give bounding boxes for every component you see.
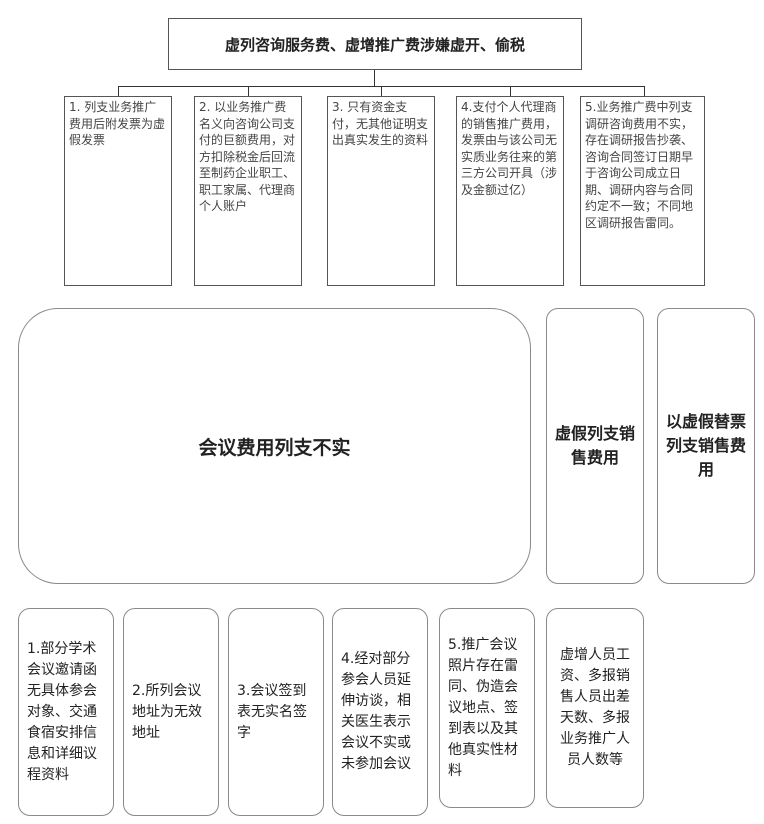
branch-text-3: 3. 只有资金支付，无其他证明支出真实发生的资料 — [332, 100, 429, 147]
meeting-item-2: 2.所列会议地址为无效地址 — [123, 608, 219, 816]
category-meeting-label: 会议费用列支不实 — [198, 436, 351, 459]
meeting-item-4: 4.经对部分参会人员延伸访谈，相关医生表示会议不实或未参加会议 — [332, 608, 428, 816]
main-title: 虚列咨询服务费、虚增推广费涉嫌虚开、偷税 — [224, 35, 525, 54]
meeting-item-text-4: 4.经对部分参会人员延伸访谈，相关医生表示会议不实或未参加会议 — [341, 651, 411, 772]
connector-5 — [644, 86, 645, 96]
connector-4 — [510, 86, 511, 96]
meeting-item-text-3: 3.会议签到表无实名签字 — [237, 682, 307, 741]
category-false-sales-box: 虚假列支销售费用 — [546, 308, 644, 584]
connector-trunk — [374, 70, 375, 86]
category-false-sales-label: 虚假列支销售费用 — [555, 424, 636, 467]
connector-2 — [248, 86, 249, 96]
meeting-item-text-5: 5.推广会议照片存在雷同、伪造会议地点、签到表以及其他真实性材料 — [448, 636, 518, 779]
branch-text-1: 1. 列支业务推广费用后附发票为虚假发票 — [69, 100, 166, 147]
branch-box-5: 5.业务推广费中列支调研咨询费用不实，存在调研报告抄袭、咨询合同签订日期早于咨询… — [580, 96, 705, 286]
meeting-item-text-1: 1.部分学术会议邀请函无具体参会对象、交通食宿安排信息和详细议程资料 — [27, 640, 97, 783]
category-meeting-box: 会议费用列支不实 — [18, 308, 531, 584]
connector-3 — [381, 86, 382, 96]
branch-box-3: 3. 只有资金支付，无其他证明支出真实发生的资料 — [327, 96, 435, 286]
meeting-item-text-2: 2.所列会议地址为无效地址 — [132, 682, 202, 741]
branch-text-5: 5.业务推广费中列支调研咨询费用不实，存在调研报告抄袭、咨询合同签订日期早于咨询… — [585, 100, 694, 230]
meeting-item-3: 3.会议签到表无实名签字 — [228, 608, 324, 816]
sales-item-text: 虚增人员工资、多报销售人员出差天数、多报业务推广人员人数等 — [560, 647, 630, 768]
category-fake-invoice-box: 以虚假替票列支销售费用 — [657, 308, 755, 584]
branch-box-4: 4.支付个人代理商的销售推广费用，发票由与该公司无实质业务往来的第三方公司开具（… — [456, 96, 564, 286]
branch-text-2: 2. 以业务推广费名义向咨询公司支付的巨额费用，对方扣除税金后回流至制药企业职工… — [199, 100, 296, 213]
branch-text-4: 4.支付个人代理商的销售推广费用，发票由与该公司无实质业务往来的第三方公司开具（… — [461, 100, 558, 197]
meeting-item-1: 1.部分学术会议邀请函无具体参会对象、交通食宿安排信息和详细议程资料 — [18, 608, 114, 816]
branch-box-2: 2. 以业务推广费名义向咨询公司支付的巨额费用，对方扣除税金后回流至制药企业职工… — [194, 96, 302, 286]
connector-1 — [118, 86, 119, 96]
category-fake-invoice-label: 以虚假替票列支销售费用 — [666, 412, 747, 479]
main-title-box: 虚列咨询服务费、虚增推广费涉嫌虚开、偷税 — [168, 18, 582, 70]
branch-box-1: 1. 列支业务推广费用后附发票为虚假发票 — [64, 96, 172, 286]
meeting-item-5: 5.推广会议照片存在雷同、伪造会议地点、签到表以及其他真实性材料 — [439, 608, 535, 808]
sales-item: 虚增人员工资、多报销售人员出差天数、多报业务推广人员人数等 — [546, 608, 644, 808]
